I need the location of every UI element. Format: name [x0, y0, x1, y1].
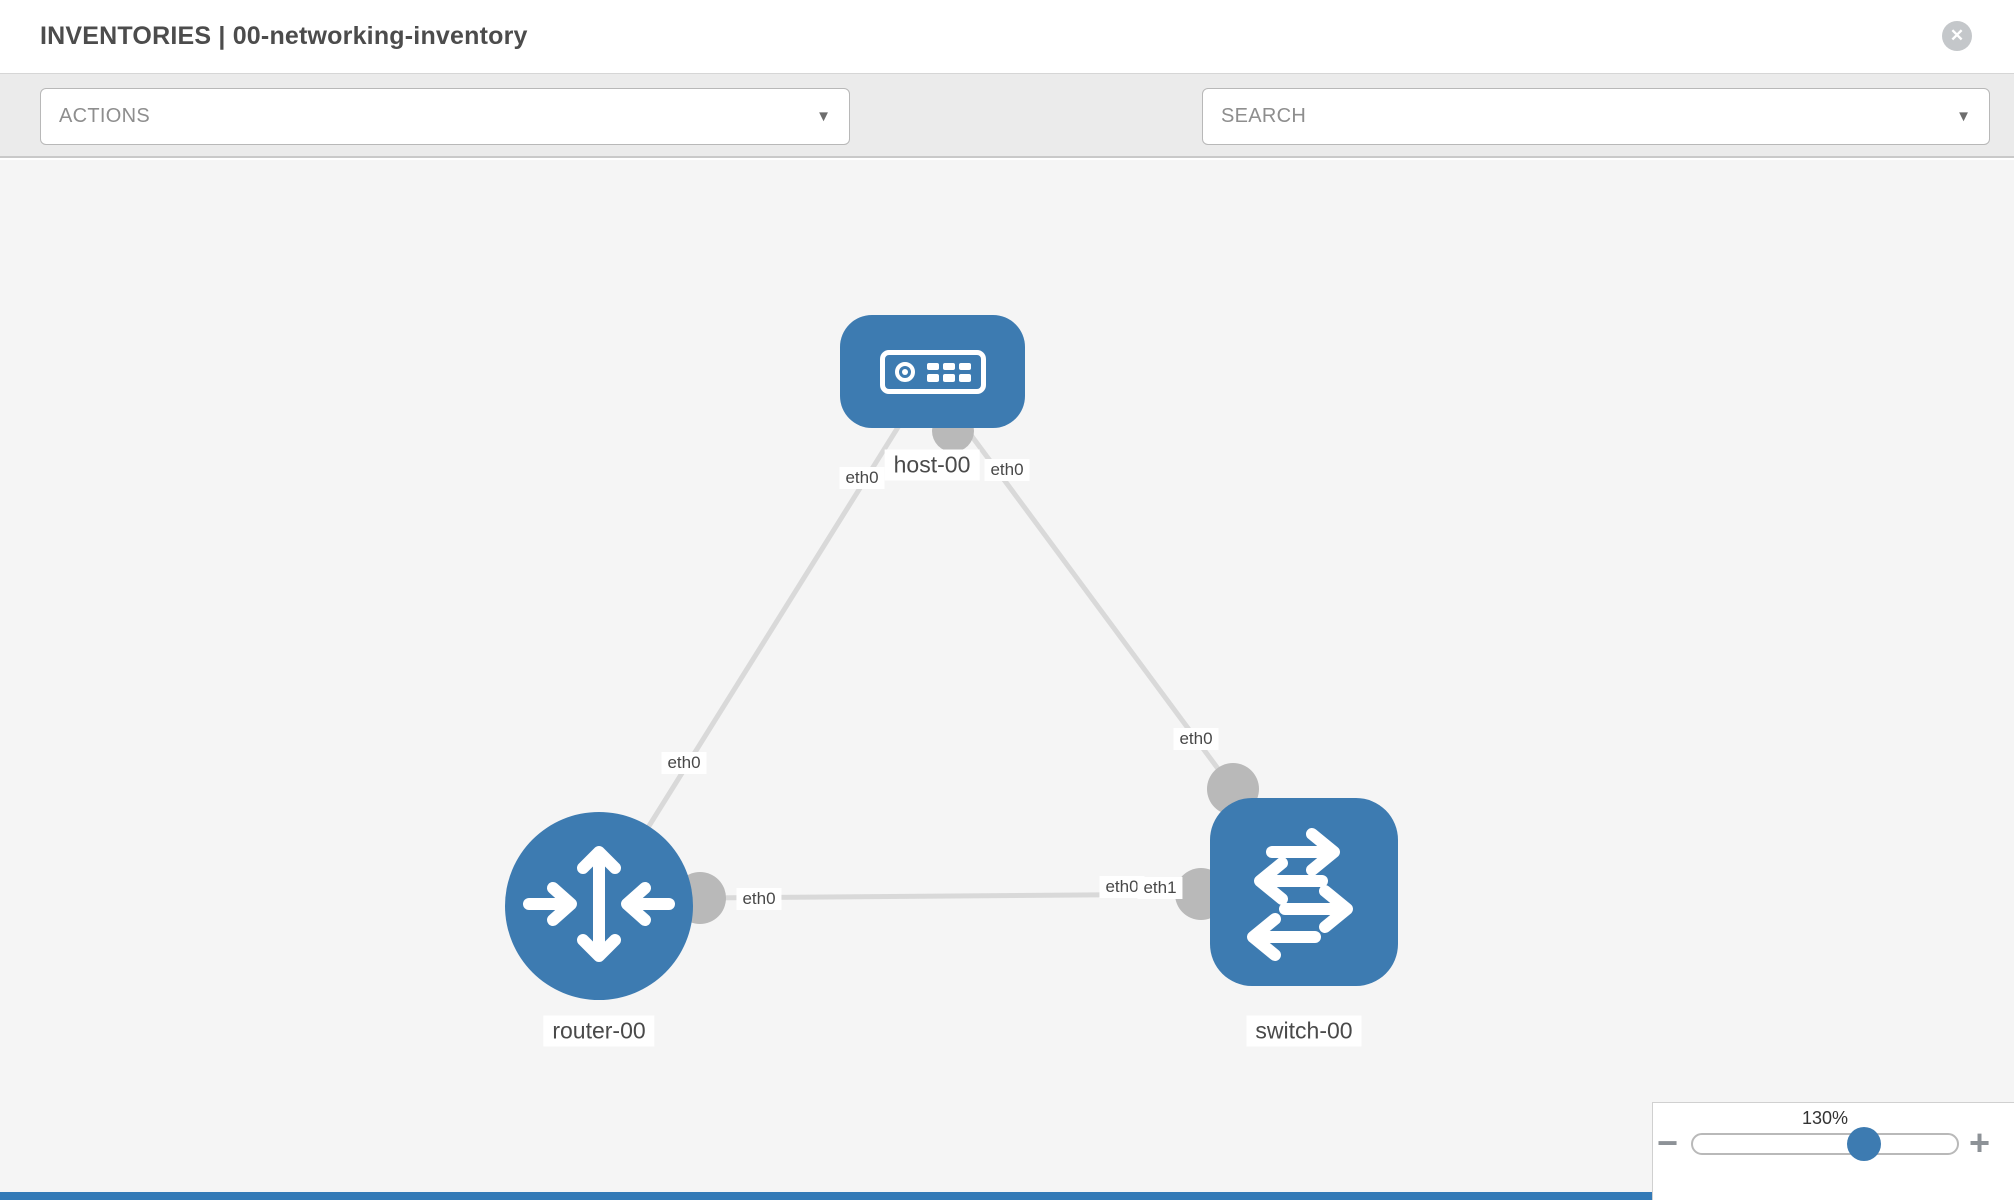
chevron-down-icon: ▼ — [1956, 108, 1971, 125]
page-header: INVENTORIES | 00-networking-inventory ✕ — [0, 0, 2014, 74]
page-title: INVENTORIES | 00-networking-inventory — [40, 22, 528, 50]
close-icon: ✕ — [1949, 26, 1965, 45]
interface-label: eth1 — [1137, 877, 1183, 899]
node-router-00[interactable] — [505, 812, 693, 1000]
switch-icon — [1210, 796, 1398, 989]
actions-dropdown-label: ACTIONS — [59, 105, 150, 127]
search-placeholder: SEARCH — [1221, 105, 1307, 127]
actions-dropdown[interactable]: ACTIONS ▼ — [40, 88, 850, 145]
zoom-level: 130% — [1801, 1108, 1849, 1128]
search-dropdown[interactable]: SEARCH ▼ — [1202, 88, 1990, 145]
router-icon — [505, 810, 693, 1003]
close-button[interactable]: ✕ — [1942, 21, 1972, 51]
zoom-out-button[interactable]: − — [1657, 1122, 1679, 1163]
chevron-down-icon: ▼ — [816, 108, 831, 125]
interface-label: eth0 — [839, 467, 885, 489]
interface-label: eth0 — [1099, 876, 1145, 898]
footer-accent-bar — [0, 1192, 1652, 1200]
node-label-switch-00: switch-00 — [1246, 1015, 1362, 1047]
zoom-panel: 130% − + — [1652, 1102, 2014, 1200]
node-label-router-00: router-00 — [543, 1015, 655, 1047]
interface-label: eth0 — [736, 888, 782, 910]
zoom-in-button[interactable]: + — [1969, 1122, 1991, 1163]
interface-label: eth0 — [661, 752, 707, 774]
node-switch-00[interactable] — [1210, 798, 1398, 986]
host-icon — [879, 349, 986, 394]
zoom-slider-thumb[interactable] — [1847, 1127, 1881, 1161]
interface-label: eth0 — [1173, 728, 1219, 750]
node-label-host-00: host-00 — [884, 449, 980, 481]
node-host-00[interactable] — [840, 315, 1025, 428]
interface-label: eth0 — [984, 459, 1030, 481]
zoom-slider[interactable] — [1691, 1133, 1959, 1155]
